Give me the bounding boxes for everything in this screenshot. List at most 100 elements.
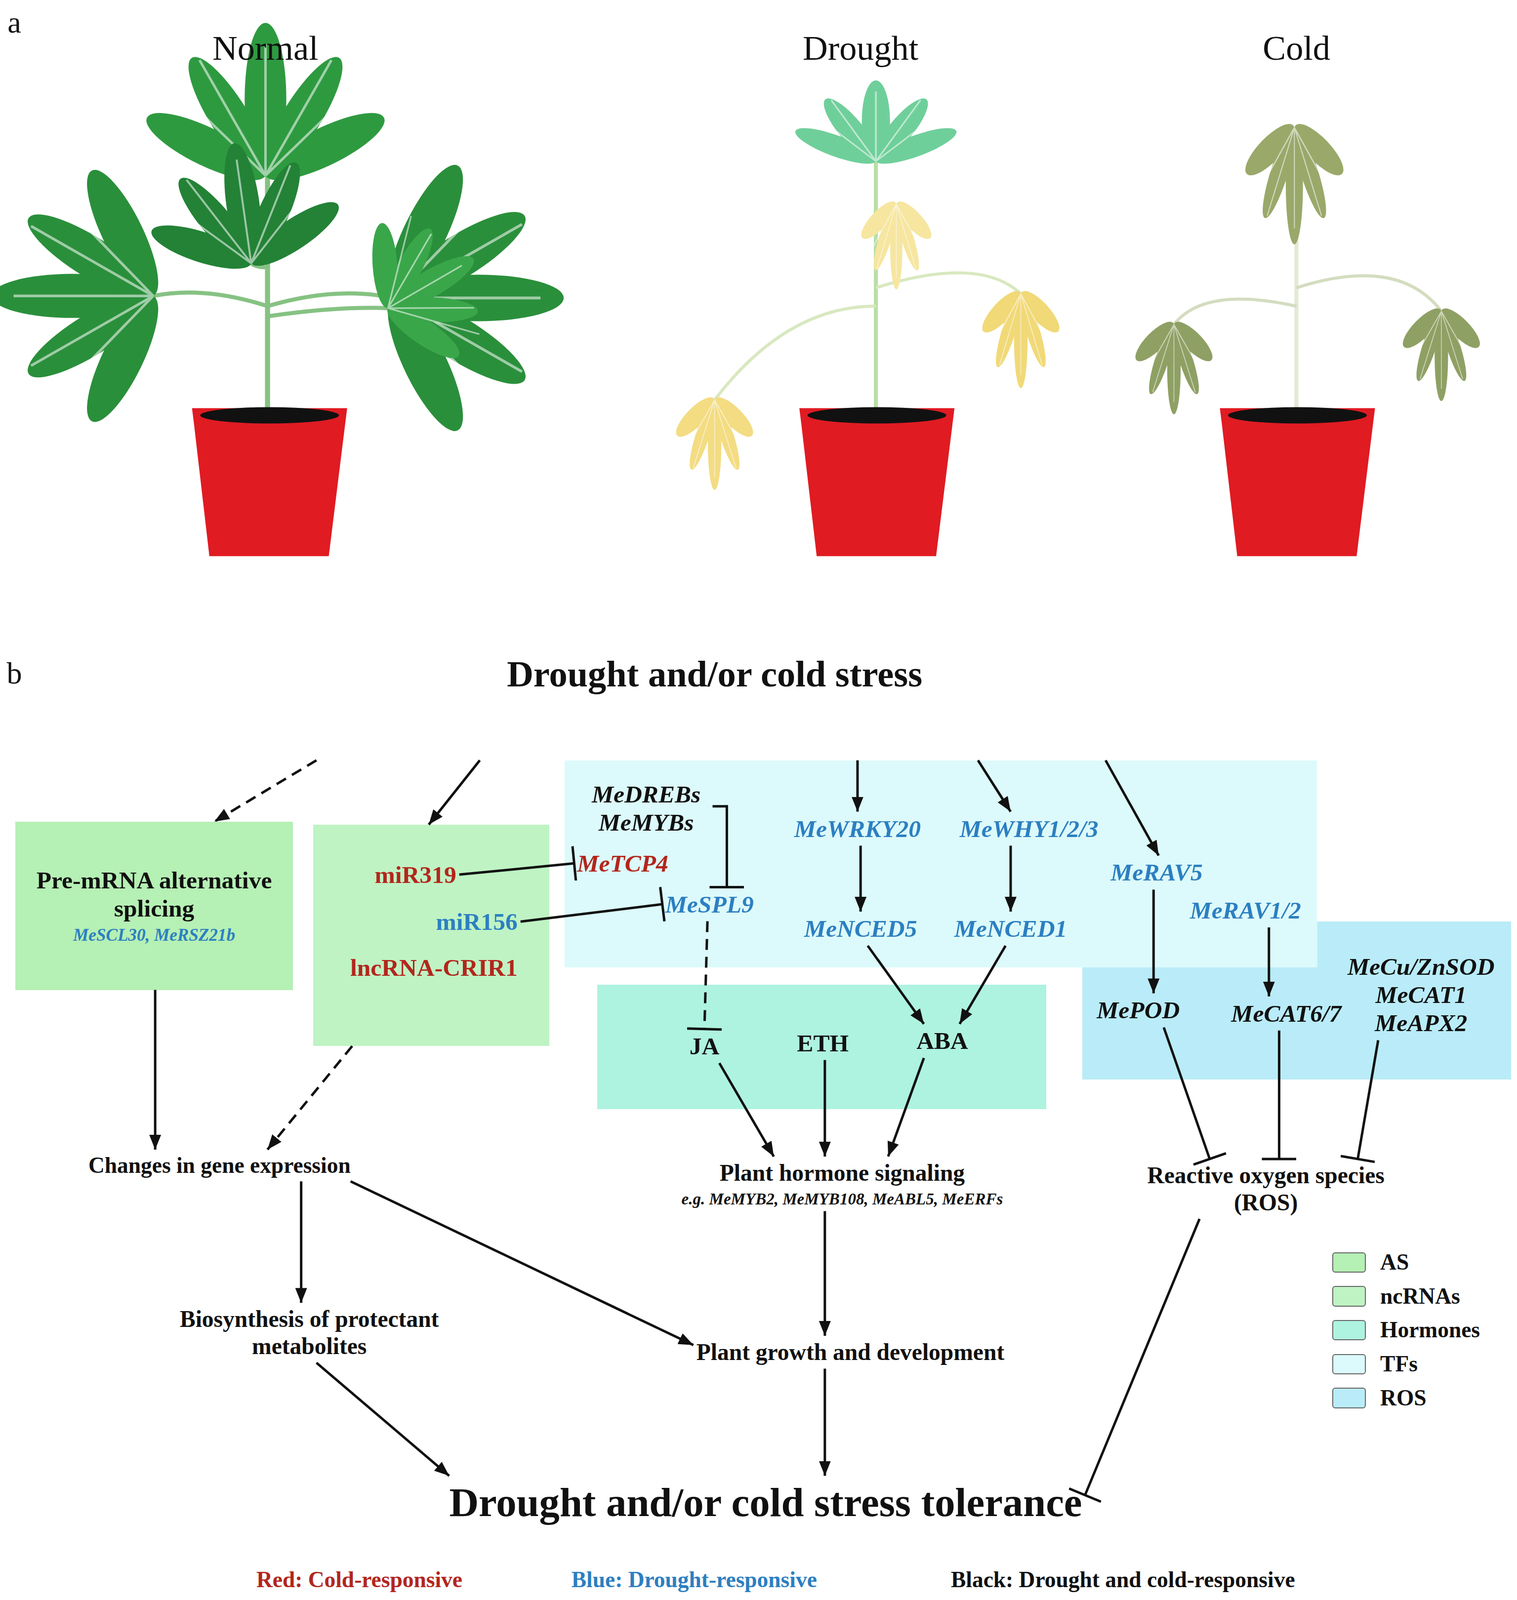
gene-label: MeRAV1/2 (1187, 893, 1305, 928)
arrow-connector (1009, 846, 1012, 913)
arrow-connector (214, 760, 317, 822)
process-text: Changes in gene expression (85, 1149, 354, 1182)
arrow-connector (154, 990, 157, 1150)
arrow-connector (978, 760, 1011, 813)
legend-swatch (1332, 1252, 1366, 1273)
arrow-connector (823, 1211, 826, 1337)
normal-plant (0, 22, 564, 557)
process-text: Plant hormone signalinge.g. MeMYB2, MeMY… (678, 1156, 1007, 1212)
outcome-title: Drought and/or cold stress tolerance (446, 1476, 1085, 1530)
gene-label: MeCu/ZnSOD MeCAT1 MeAPX2 (1344, 949, 1498, 1041)
arrow-connector (888, 1058, 924, 1157)
ros-panel: MePOD MeCAT6/7MeCu/ZnSOD MeCAT1 MeAPX2 (1082, 921, 1512, 1080)
arrow-connector (959, 945, 1006, 1025)
node-text: Drought and/or cold stress tolerance (449, 1479, 1082, 1527)
mirna-label: miR156 (432, 904, 521, 940)
inhibition-connector (1357, 1040, 1379, 1159)
process-text: Plant growth and development (693, 1336, 1008, 1370)
hormone-label: ETH (793, 1026, 852, 1061)
node-text: miR156 (435, 907, 518, 937)
ncrna-panel: miR319 miR156 lncRNA-CRIR1 (313, 824, 549, 1047)
legend-text: AS (1380, 1249, 1409, 1276)
process-text: Biosynthesis of protectant metabolites (168, 1303, 450, 1363)
node-text: Plant growth and development (696, 1339, 1005, 1367)
drought-plant (673, 80, 1063, 557)
gene-label: MeNCED5 (801, 911, 921, 946)
process-text: Reactive oxygen species (ROS) (1112, 1159, 1420, 1220)
node-text: MeNCED5 (804, 914, 918, 943)
stress-title: Drought and/or cold stress (306, 653, 1123, 761)
arrow-connector (823, 1369, 826, 1477)
node-text: Biosynthesis of protectant metabolites (171, 1306, 447, 1360)
hormone-panel: JA ETH ABA (597, 984, 1047, 1110)
inhibition-connector (1163, 1027, 1210, 1160)
arrow-connector (267, 1046, 353, 1150)
legend-swatch (1332, 1388, 1366, 1409)
node-text: MeRAV1/2 (1189, 896, 1302, 925)
node-text: Drought and/or cold stress (306, 653, 1123, 697)
node-text: lncRNA-CRIR1 (350, 953, 518, 983)
node-text: MeWHY1/2/3 (959, 815, 1099, 844)
node-text: Changes in gene expression (88, 1152, 351, 1179)
gene-label: MeNCED1 (951, 911, 1071, 946)
gene-label: MeDREBs MeMYBs (579, 777, 713, 840)
arrow-connector (823, 1060, 826, 1157)
arrow-connector (428, 760, 480, 825)
legend-text: ncRNAs (1380, 1283, 1461, 1310)
node-text: MeSPL9 (665, 890, 754, 919)
node-text: MeDREBs MeMYBs (582, 780, 710, 837)
color-key: Black: Drought and cold-responsive (950, 1567, 1296, 1594)
node-text: Pre-mRNA alternative splicing (24, 866, 285, 923)
panel-letter: a (7, 4, 22, 41)
arrow-connector (859, 846, 862, 913)
arrow-connector (350, 1181, 694, 1346)
inhibition-connector (459, 863, 575, 875)
splicing-box: Pre-mRNA alternative splicingMeSCL30, Me… (15, 821, 293, 991)
gene-label: MeSPL9 (662, 887, 757, 922)
gene-label: MeTCP4 (574, 846, 672, 881)
gene-label: MeWHY1/2/3 (956, 812, 1102, 847)
node-text: MeCu/ZnSOD MeCAT1 MeAPX2 (1347, 952, 1495, 1038)
legend-text: ROS (1380, 1385, 1427, 1412)
node-text: MeTCP4 (576, 849, 669, 878)
node-text: ABA (916, 1026, 969, 1056)
legend-text: TFs (1380, 1351, 1418, 1378)
gene-label: MePOD (1093, 993, 1183, 1028)
lncrna-label: lncRNA-CRIR1 (347, 950, 521, 985)
inhibition-connector (520, 904, 663, 922)
mirna-label: miR319 (371, 858, 459, 893)
arrow-connector (299, 1181, 303, 1304)
legend-swatch (1332, 1286, 1366, 1307)
node-text: Reactive oxygen species (ROS) (1115, 1162, 1417, 1217)
arrow-connector (1105, 760, 1159, 857)
hormone-label: JA (686, 1029, 723, 1064)
cold-plant (1132, 114, 1483, 557)
arrow-connector (856, 760, 859, 813)
arrow-connector (867, 945, 925, 1025)
gene-label: MeWRKY20 (791, 812, 924, 847)
inhibition-connector (712, 806, 727, 888)
node-text: MeSCL30, MeRSZ21b (24, 925, 285, 946)
inhibition-connector (1277, 1030, 1281, 1160)
node-text: MeNCED1 (954, 914, 1068, 943)
node-text: miR319 (374, 861, 456, 890)
color-key: Blue: Drought-responsive (571, 1567, 818, 1594)
arrow-connector (1267, 927, 1271, 997)
ros-panel-fill (1082, 921, 1512, 1080)
gene-label: MeCAT6/7 (1228, 996, 1345, 1031)
node-text: Plant hormone signaling (681, 1159, 1004, 1188)
node-text: e.g. MeMYB2, MeMYB108, MeABL5, MeERFs (681, 1189, 1004, 1209)
legend-swatch (1332, 1320, 1366, 1341)
legend-swatch (1332, 1354, 1366, 1375)
node-text: MePOD (1096, 996, 1180, 1025)
node-text: MeRAV5 (1110, 858, 1203, 887)
node-text: MeWRKY20 (794, 815, 921, 844)
hormone-label: ABA (913, 1024, 972, 1059)
gene-label: MeRAV5 (1107, 855, 1206, 890)
arrow-connector (316, 1363, 450, 1477)
inhibition-connector (704, 921, 708, 1030)
node-text: ETH (796, 1029, 849, 1058)
panel-heading: Cold (1262, 28, 1331, 69)
node-text: MeCAT6/7 (1230, 999, 1342, 1028)
